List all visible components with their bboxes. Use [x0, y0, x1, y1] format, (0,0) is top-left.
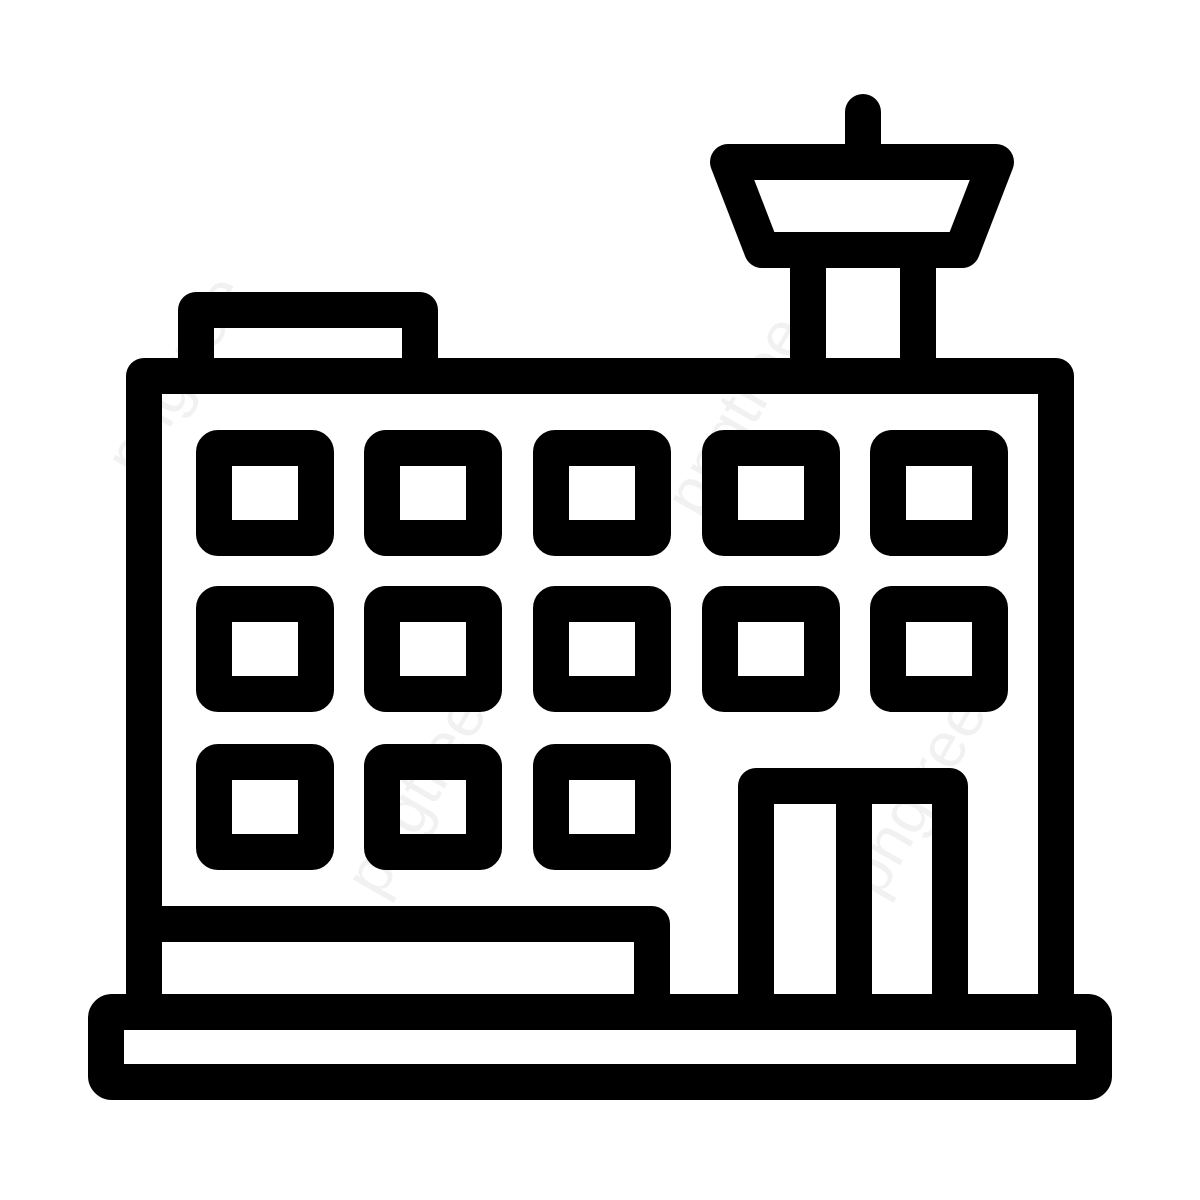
window — [196, 586, 334, 712]
control-tower — [710, 94, 1014, 394]
building-body — [126, 358, 1074, 1016]
windows — [196, 430, 1008, 870]
tower-stem — [790, 232, 936, 394]
window — [196, 744, 334, 870]
window — [870, 586, 1008, 712]
window — [870, 430, 1008, 556]
window — [702, 430, 840, 556]
door-frame — [738, 768, 968, 1016]
window — [533, 744, 671, 870]
roof-unit — [178, 292, 438, 394]
window — [196, 430, 334, 556]
tower-cab — [710, 144, 1014, 268]
window — [533, 430, 671, 556]
window — [533, 586, 671, 712]
window — [364, 586, 502, 712]
base-platform — [88, 994, 1112, 1100]
window — [702, 586, 840, 712]
window — [364, 430, 502, 556]
window — [364, 744, 502, 870]
canopy-annex — [144, 906, 670, 1016]
entrance-door — [738, 768, 968, 1016]
